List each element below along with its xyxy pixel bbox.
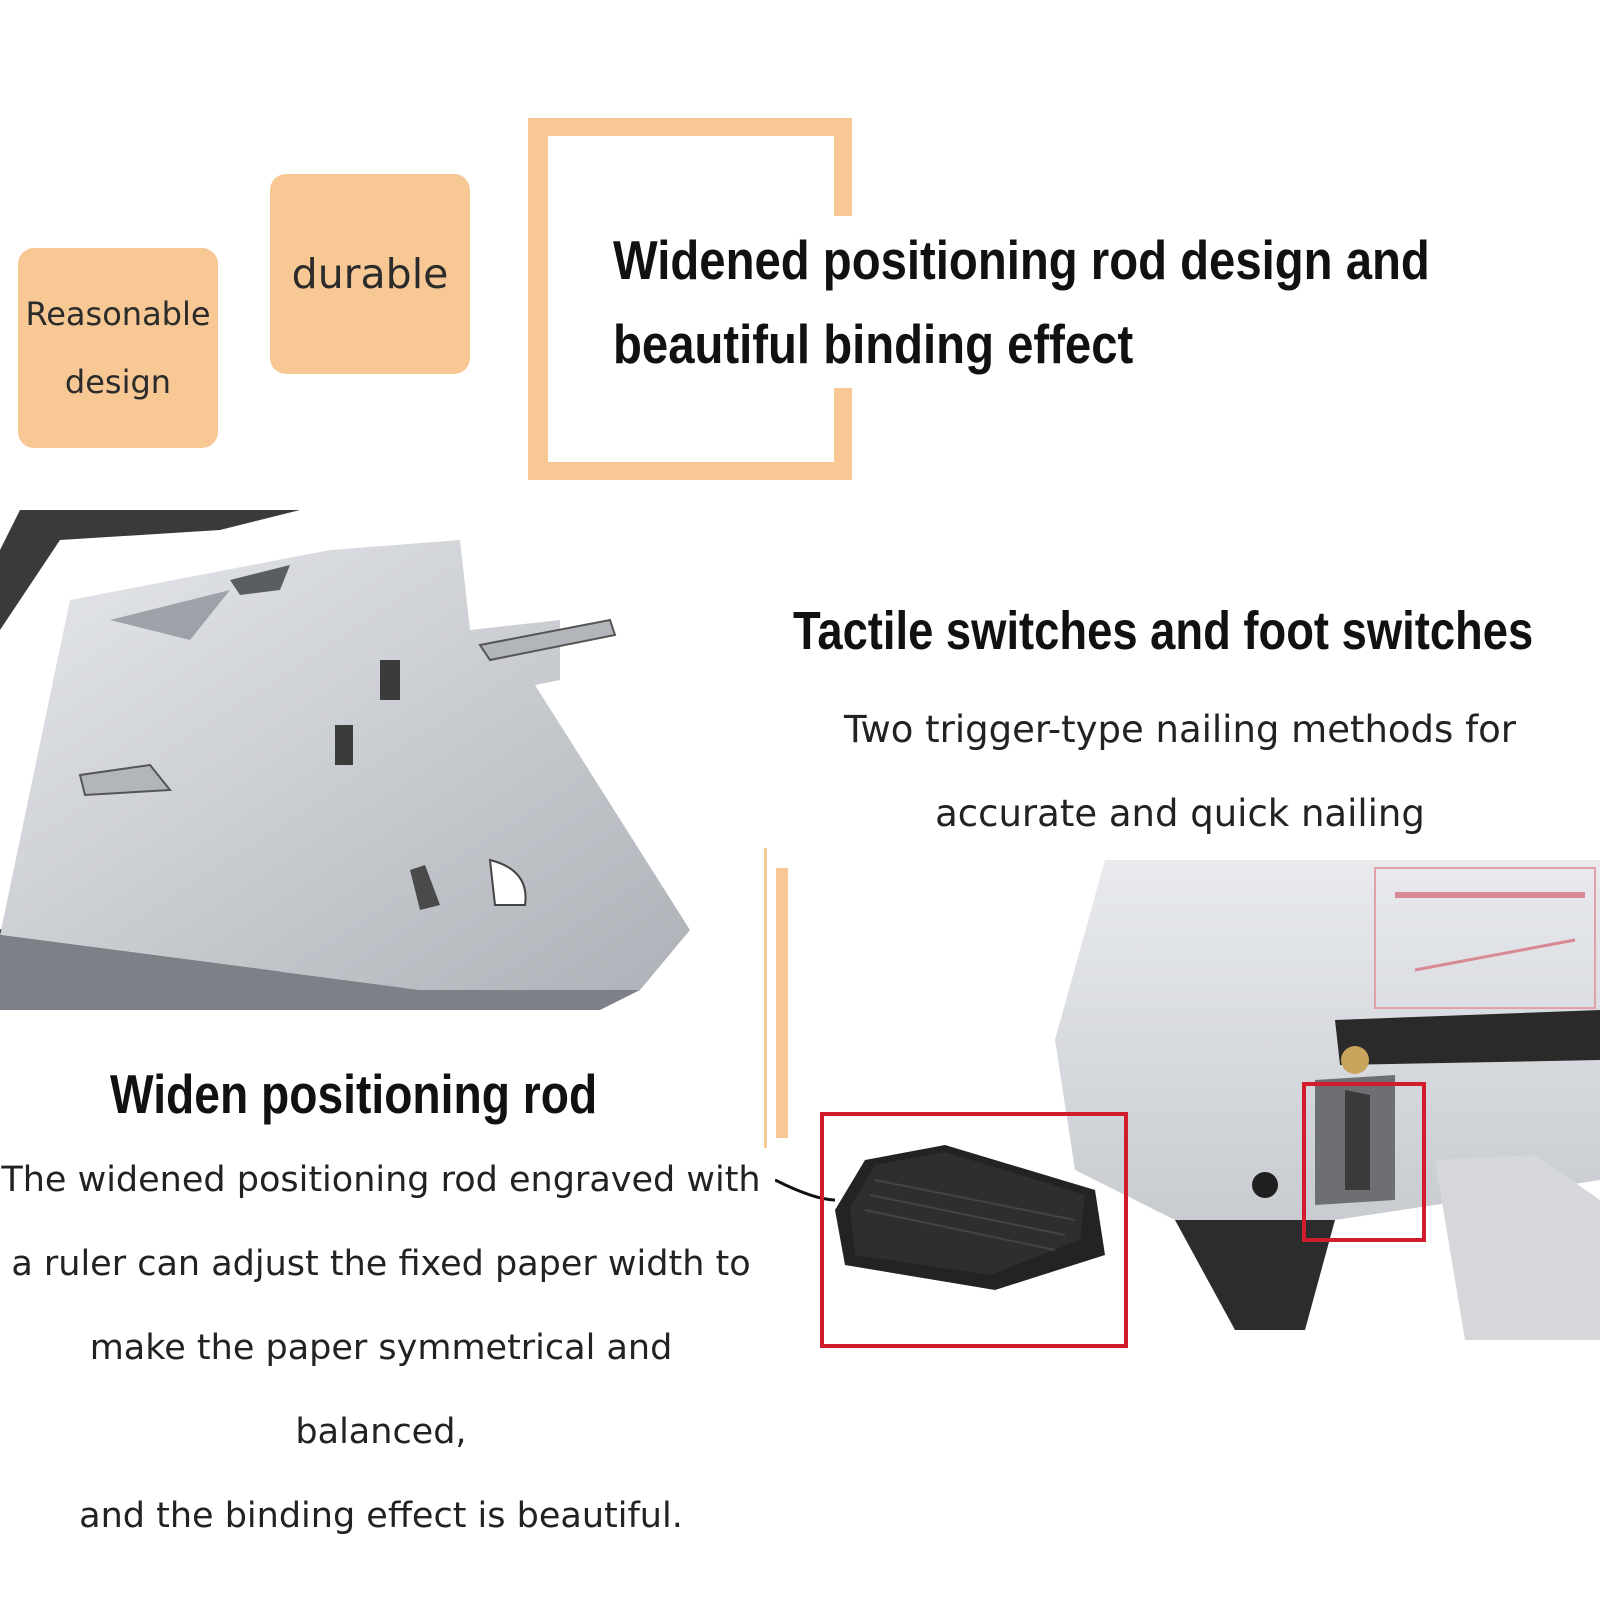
headline-line1: Widened positioning rod design and	[613, 229, 1430, 291]
bracket-frame	[528, 118, 852, 480]
tactile-desc-line1: Two trigger-type nailing methods for	[844, 708, 1516, 751]
widen-desc-line4: and the binding effect is beautiful.	[79, 1496, 683, 1536]
widen-description: The widened positioning rod engraved wit…	[0, 1138, 762, 1558]
widen-desc-line3: make the paper symmetrical and balanced,	[89, 1328, 673, 1452]
headline: Widened positioning rod design and beaut…	[613, 218, 1456, 386]
accent-bar	[764, 848, 788, 1148]
headline-line2: beautiful binding effect	[613, 313, 1134, 375]
foot-switch-photo	[775, 860, 1600, 1340]
tactile-desc-line2: accurate and quick nailing	[935, 792, 1425, 835]
tag-reasonable-line1: Reasonable	[25, 295, 211, 333]
trigger-switch-highlight	[1302, 1082, 1426, 1242]
tactile-title: Tactile switches and foot switches	[793, 601, 1534, 661]
widen-desc-line2: a ruler can adjust the fixed paper width…	[11, 1244, 751, 1284]
stapler-photo	[0, 510, 690, 1010]
tag-durable: durable	[270, 174, 470, 374]
widen-title: Widen positioning rod	[110, 1063, 598, 1125]
tag-reasonable-design: Reasonable design	[18, 248, 218, 448]
tactile-description: Two trigger-type nailing methods for acc…	[760, 688, 1600, 856]
tag-reasonable-line2: design	[64, 363, 172, 401]
foot-switch-highlight	[820, 1112, 1128, 1348]
tag-durable-label: durable	[291, 250, 449, 298]
widen-desc-line1: The widened positioning rod engraved wit…	[1, 1160, 761, 1200]
